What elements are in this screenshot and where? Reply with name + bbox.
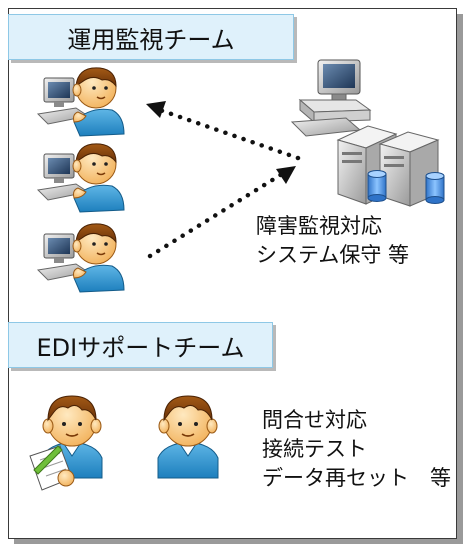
monitoring-team-title: 運用監視チーム (67, 25, 235, 54)
edi-desc-line-1: 問合せ対応 (262, 408, 367, 432)
edi-team-label: EDIサポートチーム (8, 322, 273, 368)
server-workstation-icon (290, 59, 445, 207)
operator-icon-1 (37, 67, 125, 137)
monitoring-team-label: 運用監視チーム (8, 14, 294, 60)
monitoring-desc-line-2: システム保守 等 (256, 243, 410, 267)
arrow-to-server (147, 171, 285, 259)
arrowhead-right (276, 166, 296, 184)
arrowhead-left (146, 101, 166, 118)
monitoring-team-description: 障害監視対応 システム保守 等 (256, 212, 409, 270)
support-person-icon-2 (157, 395, 219, 479)
arrow-to-operators (157, 107, 301, 161)
operator-icon-3 (37, 223, 125, 293)
edi-team-title: EDIサポートチーム (36, 333, 245, 362)
monitoring-desc-line-1: 障害監視対応 (256, 214, 382, 238)
edi-desc-line-3: データ再セット 等 (262, 466, 451, 490)
operator-icon-2 (37, 143, 125, 213)
monitoring-arrows (146, 101, 301, 259)
support-person-icon-1 (29, 395, 103, 491)
edi-team-description: 問合せ対応 接続テスト データ再セット 等 (262, 406, 451, 493)
edi-desc-line-2: 接続テスト (262, 437, 367, 461)
